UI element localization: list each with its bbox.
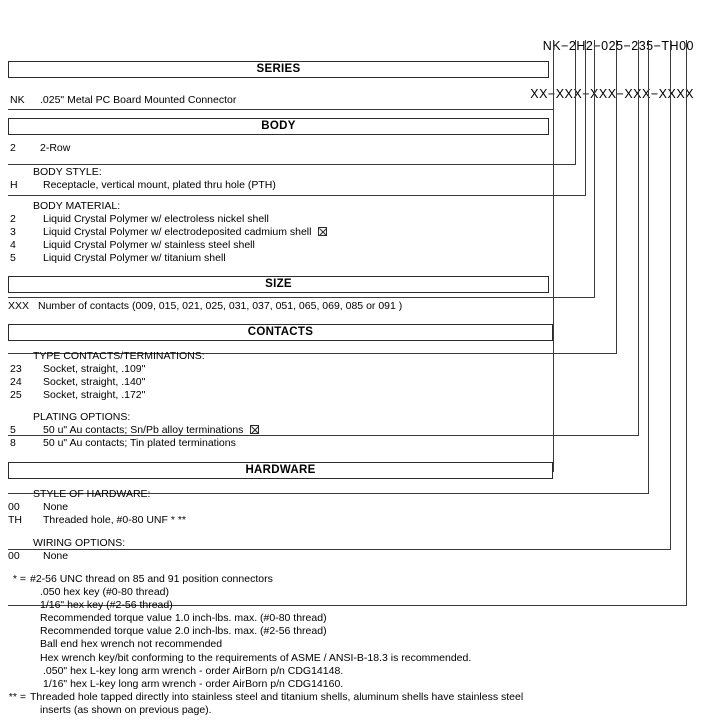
row-desc: Liquid Crystal Polymer w/ titanium shell (43, 252, 226, 264)
group-label-plating-options: PLATING OPTIONS: (33, 411, 131, 423)
section-title-contacts: CONTACTS (8, 324, 553, 341)
footnote-line: Hex wrench key/bit conforming to the req… (0, 652, 702, 665)
part-number-mask: XX−XXX−XXX−XXX−XXXX (530, 87, 694, 101)
footnote-text: .050" hex L-key long arm wrench - order … (43, 664, 344, 677)
bracket-body-material (8, 297, 595, 298)
row-desc: Socket, straight, .172" (43, 389, 146, 401)
section-title-series: SERIES (8, 61, 549, 78)
section-title-hardware: HARDWARE (8, 462, 553, 479)
connector-vline-body-style (585, 40, 586, 195)
footnote-text: Recommended torque value 2.0 inch-lbs. m… (40, 625, 327, 638)
footnote-text: 1/16" hex L-key long arm wrench - order … (43, 677, 344, 690)
footnote-line: * = #2-56 UNC thread on 85 and 91 positi… (0, 573, 702, 586)
row-code: 24 (10, 376, 22, 388)
footnote-line: Ball end hex wrench not recommended (0, 638, 702, 651)
footnote-line: inserts (as shown on previous page). (0, 704, 702, 717)
footnotes: * = #2-56 UNC thread on 85 and 91 positi… (0, 573, 702, 717)
footnote-line: Recommended torque value 1.0 inch-lbs. m… (0, 612, 702, 625)
connector-vline-hardware-style (670, 40, 671, 549)
group-label-body-style: BODY STYLE: (33, 166, 102, 178)
row-desc: Liquid Crystal Polymer w/ electrodeposit… (43, 226, 328, 239)
bracket-size (8, 353, 617, 354)
footnote-line: ** = Threaded hole tapped directly into … (0, 691, 702, 704)
selected-option-x-icon (318, 227, 328, 236)
bracket-hardware-style (8, 549, 671, 550)
row-desc: Socket, straight, .109" (43, 363, 146, 375)
footnote-line: .050" hex L-key long arm wrench - order … (0, 665, 702, 678)
footnote-text: inserts (as shown on previous page). (40, 703, 212, 716)
row-code: 8 (10, 437, 16, 449)
bracket-contacts-type (8, 435, 639, 436)
footnote-marker: * = (12, 573, 26, 585)
footnote-marker: ** = (8, 690, 26, 703)
row-code: 25 (10, 389, 22, 401)
group-label-style-of-hardware: STYLE OF HARDWARE: (33, 488, 151, 500)
bracket-series (8, 109, 554, 110)
part-number-header: NK−2H2−025−235−TH00 XX−XXX−XXX−XXX−XXXX (0, 6, 694, 118)
row-code: 2 (10, 142, 16, 154)
row-code: 4 (10, 239, 16, 251)
row-code: H (10, 179, 18, 191)
row-desc: Number of contacts (009, 015, 021, 025, … (38, 300, 403, 312)
row-desc: None (43, 550, 69, 562)
selected-option-x-icon (250, 425, 260, 434)
connector-vline-wiring (686, 40, 687, 605)
row-code: 00 (8, 550, 20, 562)
connector-vline-body-row (575, 40, 576, 164)
group-label-body-material: BODY MATERIAL: (33, 200, 121, 212)
part-number-example: NK−2H2−025−235−TH00 (542, 39, 694, 53)
bracket-body-row (8, 164, 576, 165)
footnote-text: Recommended torque value 1.0 inch-lbs. m… (40, 612, 327, 625)
row-desc: 50 u" Au contacts; Sn/Pb alloy terminati… (43, 424, 260, 437)
row-code: 5 (10, 424, 16, 436)
connector-vline-series (553, 40, 554, 472)
row-desc: None (43, 501, 69, 513)
row-code: TH (8, 514, 22, 526)
connector-vline-size (616, 40, 617, 353)
footnote-text: Hex wrench key/bit conforming to the req… (40, 651, 472, 664)
row-code: 5 (10, 252, 16, 264)
row-desc: Socket, straight, .140" (43, 376, 146, 388)
footnote-text: .050 hex key (#0-80 thread) (40, 586, 169, 599)
bracket-wiring (8, 605, 687, 606)
footnote-line: 1/16" hex key (#2-56 thread) (0, 599, 702, 612)
bracket-body-style (8, 195, 586, 196)
section-title-body: BODY (8, 118, 549, 135)
row-desc: .025" Metal PC Board Mounted Connector (40, 94, 237, 106)
footnote-line: .050 hex key (#0-80 thread) (0, 586, 702, 599)
row-code: 2 (10, 213, 16, 225)
footnote-text: 1/16" hex key (#2-56 thread) (40, 599, 173, 612)
row-desc: Liquid Crystal Polymer w/ electroless ni… (43, 213, 269, 225)
row-desc: 2-Row (40, 142, 71, 154)
row-desc: Receptacle, vertical mount, plated thru … (43, 179, 276, 191)
bracket-plating (8, 493, 649, 494)
row-desc: 50 u" Au contacts; Tin plated terminatio… (43, 437, 236, 449)
footnote-text: Threaded hole tapped directly into stain… (30, 690, 524, 703)
row-code: XXX (8, 300, 30, 312)
connector-vline-plating (648, 40, 649, 493)
footnote-line: 1/16" hex L-key long arm wrench - order … (0, 678, 702, 691)
connector-vline-body-material (594, 40, 595, 297)
row-code: 23 (10, 363, 22, 375)
row-desc: Liquid Crystal Polymer w/ stainless stee… (43, 239, 255, 251)
section-title-size: SIZE (8, 276, 549, 293)
footnote-text: #2-56 UNC thread on 85 and 91 position c… (30, 573, 273, 585)
group-label-type-terminations: TYPE CONTACTS/TERMINATIONS: (33, 350, 205, 362)
row-code: NK (10, 94, 25, 106)
row-code: 3 (10, 226, 16, 238)
row-desc: Threaded hole, #0-80 UNF * ** (43, 514, 186, 526)
footnote-line: Recommended torque value 2.0 inch-lbs. m… (0, 625, 702, 638)
connector-vline-contacts-type (638, 40, 639, 435)
row-code: 00 (8, 501, 20, 513)
group-label-wiring-options: WIRING OPTIONS: (33, 537, 126, 549)
footnote-text: Ball end hex wrench not recommended (40, 638, 223, 651)
